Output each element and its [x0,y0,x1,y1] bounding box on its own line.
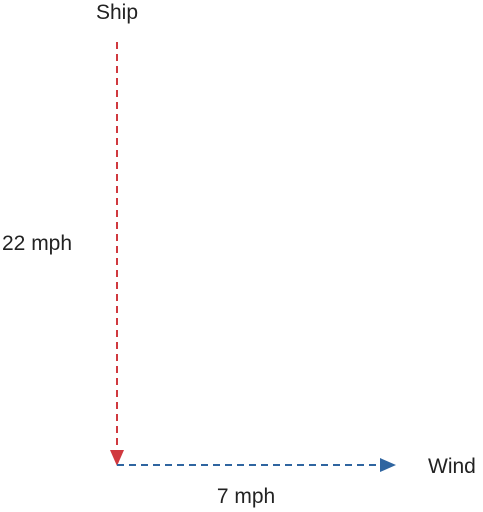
ship-speed-label: 22 mph [2,232,72,255]
wind-vector [117,458,396,472]
wind-label: Wind [428,455,476,478]
wind-speed-label: 7 mph [217,485,275,508]
wind-vector-arrowhead [380,458,396,472]
ship-vector [110,42,124,466]
ship-label: Ship [96,1,138,24]
ship-vector-arrowhead [110,450,124,466]
